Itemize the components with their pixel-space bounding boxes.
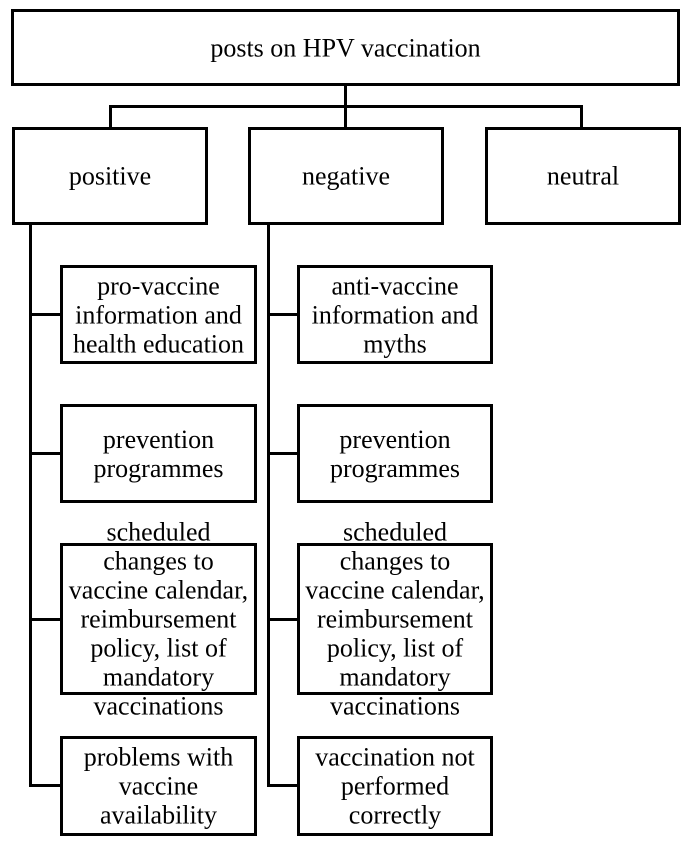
node-label: scheduled changes to vaccine calendar, r… [305,517,485,721]
node-root: posts on HPV vaccination [11,9,680,86]
connector-tick-positive-3 [29,618,60,621]
node-positive-child-prevention-programmes: prevention programmes [60,404,257,503]
node-negative-child-anti-vaccine-myths: anti-vaccine information and myths [297,265,493,364]
node-label: anti-vaccine information and myths [311,271,479,358]
node-neutral-label: neutral [546,161,620,191]
node-negative-child-vaccination-not-performed: vaccination not performed correctly [297,736,493,836]
node-root-label: posts on HPV vaccination [210,33,481,62]
node-negative-label: negative [301,161,391,191]
node-negative-child-scheduled-changes: scheduled changes to vaccine calendar, r… [297,518,493,721]
connector-spine-positive [29,225,32,787]
connector-spine-negative [267,225,270,787]
node-positive-label: positive [68,161,152,191]
connector-tick-negative-1 [267,313,297,316]
node-label: pro-vaccine information and health educa… [72,271,245,358]
node-label: vaccination not performed correctly [315,742,475,830]
node-positive: positive [12,127,208,225]
connector-tick-positive-4 [29,784,60,787]
node-label: prevention programmes [93,424,224,483]
connector-tick-negative-4 [267,784,297,787]
connector-stub-neutral [580,105,583,127]
node-positive-child-pro-vaccine-info: pro-vaccine information and health educa… [60,265,257,364]
node-positive-child-vaccine-availability: problems with vaccine availability [60,736,257,836]
node-label: prevention programmes [330,424,460,483]
connector-tick-negative-3 [267,618,297,621]
connector-tick-positive-2 [29,452,60,455]
connector-tick-positive-1 [29,313,60,316]
connector-branch-horizontal [109,105,583,108]
node-label: scheduled changes to vaccine calendar, r… [68,517,249,721]
node-negative-child-prevention-programmes: prevention programmes [297,404,493,503]
node-neutral: neutral [485,127,681,225]
node-label: problems with vaccine availability [83,742,234,830]
connector-stub-positive [109,105,112,127]
node-negative: negative [248,127,444,225]
connector-tick-negative-2 [267,452,297,455]
node-positive-child-scheduled-changes: scheduled changes to vaccine calendar, r… [60,518,257,721]
